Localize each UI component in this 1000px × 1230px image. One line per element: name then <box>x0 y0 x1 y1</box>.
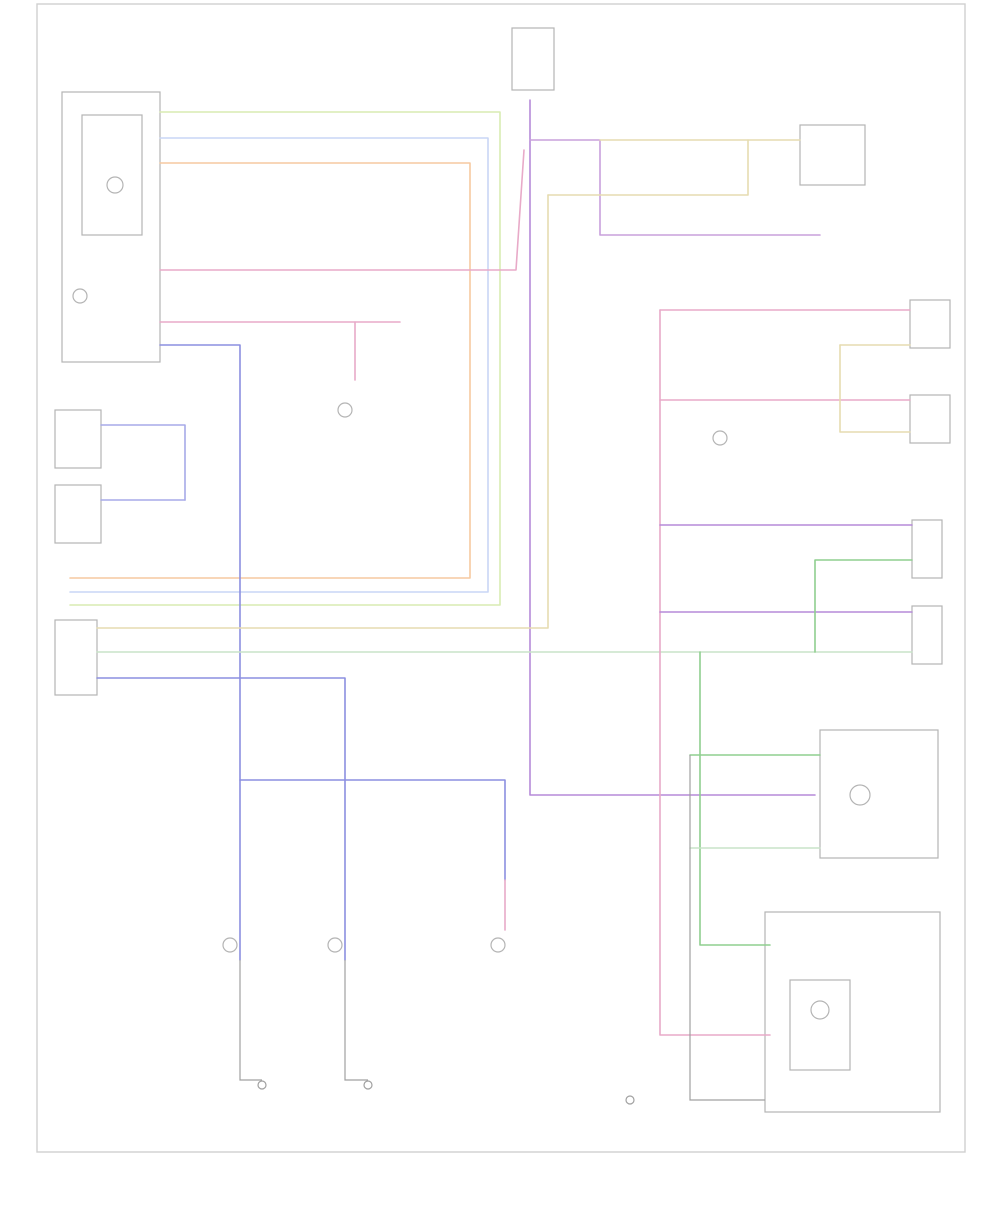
page-border <box>36 3 966 1153</box>
top-center-module <box>511 27 555 91</box>
right-connector-upper <box>909 299 951 349</box>
sensor-symbol-right <box>712 430 728 446</box>
wire-tan-lower <box>96 194 549 629</box>
wire-orange <box>69 162 471 579</box>
wire-gray-ground-mid <box>344 960 368 1081</box>
wire-blue-lower <box>96 677 346 961</box>
wire-green-right-vertical <box>699 651 771 946</box>
ground-symbol-middle <box>363 1080 373 1090</box>
wire-yellow-green <box>69 111 501 606</box>
wire-tan-right <box>839 344 911 433</box>
right-connector-lower-a <box>911 519 943 579</box>
wire-gray-ground-left <box>239 960 262 1081</box>
switch-symbol-left <box>222 937 238 953</box>
control-unit-symbol <box>810 1000 830 1020</box>
top-left-unit-inner <box>81 114 143 236</box>
left-sensor-lower <box>54 484 102 544</box>
wire-blue-cross <box>239 779 506 881</box>
right-connector-middle <box>909 394 951 444</box>
component-outlines <box>54 27 951 1113</box>
wire-blue-sensor-upper <box>100 424 186 501</box>
switch-symbols <box>222 402 871 1105</box>
switch-symbol-right <box>490 937 506 953</box>
right-relay-box <box>819 729 939 859</box>
wire-purple-branch-top <box>529 139 821 236</box>
wire-light-blue <box>69 137 489 593</box>
right-connector-lower-b <box>911 605 943 665</box>
wire-tan-top <box>547 139 801 196</box>
wire-pink-right-vertical <box>659 309 771 1036</box>
bottom-right-control-unit <box>764 911 941 1113</box>
lamp-symbol-upper <box>337 402 353 418</box>
wire-pink-upper <box>159 149 525 271</box>
wire-blue-left <box>159 344 241 961</box>
wire-purple-trunk <box>529 99 816 796</box>
wire-green-right <box>814 559 913 653</box>
left-lower-module <box>54 619 98 696</box>
ground-symbol-left <box>257 1080 267 1090</box>
top-left-unit-symbol <box>106 176 124 194</box>
left-sensor-upper <box>54 409 102 469</box>
relay-symbol <box>849 784 871 806</box>
top-left-unit-symbol-2 <box>72 288 88 304</box>
top-right-module <box>799 124 866 186</box>
wire-gray-ground-right <box>689 755 765 1101</box>
wires <box>69 99 913 1101</box>
switch-symbol-middle <box>327 937 343 953</box>
bottom-right-control-inner <box>789 979 851 1071</box>
ground-symbol-right <box>625 1095 635 1105</box>
top-left-unit <box>61 91 161 363</box>
